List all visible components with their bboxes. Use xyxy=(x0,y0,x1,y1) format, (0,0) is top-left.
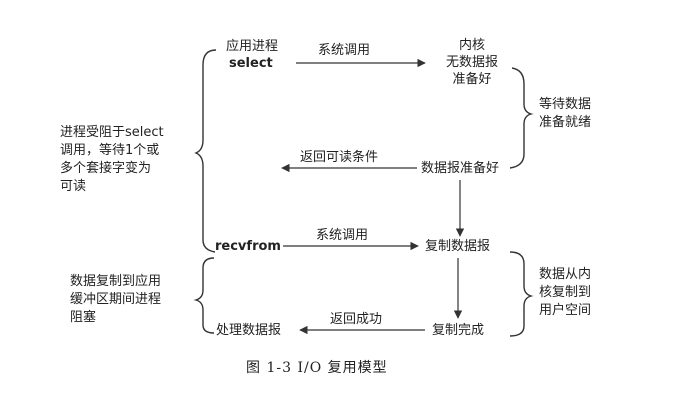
right-bottom-note-line-2: 核复制到 xyxy=(539,285,592,300)
left-top-note-line-4: 可读 xyxy=(60,179,87,194)
copy-datagram-label: 复制数据报 xyxy=(425,239,491,254)
ready-phrase-label: 准备好 xyxy=(452,72,492,87)
datagram-ready-label: 数据报准备好 xyxy=(421,161,500,176)
system-call-2-label: 系统调用 xyxy=(316,228,369,243)
system-call-1-label: 系统调用 xyxy=(318,43,371,58)
right-top-brace xyxy=(509,67,534,169)
select-call-label: select xyxy=(229,56,273,71)
kernel-label: 内核 xyxy=(458,38,485,53)
right-bottom-note-line-3: 用户空间 xyxy=(539,303,592,318)
left-bottom-note-line-3: 阻塞 xyxy=(70,310,97,325)
left-top-note-line-3: 多个套接字变为 xyxy=(60,161,152,176)
right-bottom-brace xyxy=(509,251,534,337)
left-bottom-note-line-2: 缓冲区期间进程 xyxy=(70,292,162,307)
process-datagram-label: 处理数据报 xyxy=(216,323,282,338)
copy-done-label: 复制完成 xyxy=(432,323,485,338)
left-bottom-note-line-1: 数据复制到应用 xyxy=(70,274,162,289)
recvfrom-call-label: recvfrom xyxy=(215,239,281,254)
right-top-note-line-1: 等待数据 xyxy=(539,97,592,112)
left-top-brace xyxy=(194,49,217,253)
no-datagram-label: 无数据报 xyxy=(445,55,498,70)
figure-caption: 图 1-3 I/O 复用模型 xyxy=(246,360,388,376)
left-top-note-line-2: 调用，等待1个或 xyxy=(60,143,160,158)
right-bottom-note-line-1: 数据从内 xyxy=(539,267,592,282)
right-top-note-line-2: 准备就绪 xyxy=(539,115,592,130)
return-readable-label: 返回可读条件 xyxy=(300,150,379,165)
left-bottom-brace xyxy=(193,257,215,334)
app-process-label: 应用进程 xyxy=(226,39,279,54)
return-success-label: 返回成功 xyxy=(330,312,383,327)
left-top-note-line-1: 进程受阻于select xyxy=(60,125,164,140)
